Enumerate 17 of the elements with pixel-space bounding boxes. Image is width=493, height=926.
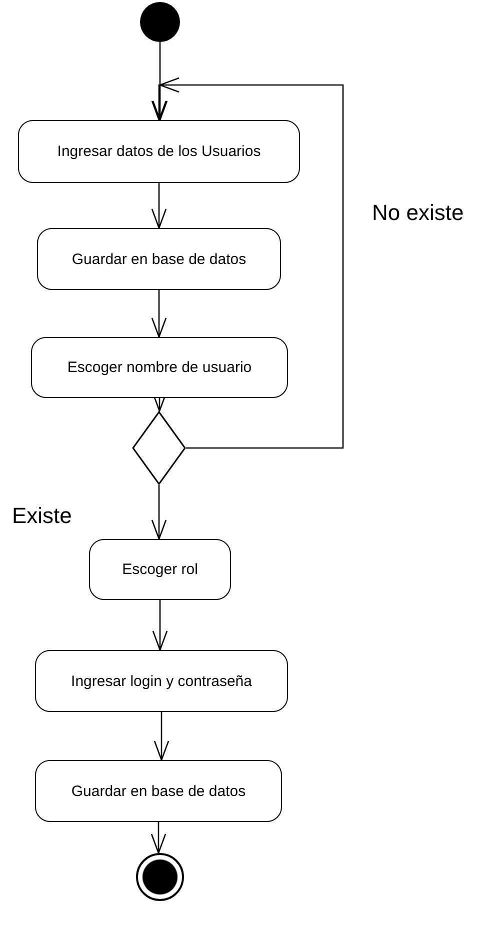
action-box [18, 120, 300, 183]
action-box [89, 539, 231, 600]
start-node [140, 2, 180, 42]
edge-label: No existe [372, 200, 464, 226]
action-text: Guardar en base de datos [70, 250, 248, 268]
action-text: Ingresar login y contraseña [70, 672, 253, 690]
action-text: Escoger rol [121, 561, 199, 578]
decision-diamond [132, 411, 186, 485]
action-box [31, 337, 288, 398]
end-node [136, 853, 184, 901]
action-box [35, 760, 282, 822]
action-text: Ingresar datos de los Usuarios [56, 143, 262, 160]
action-text: Escoger nombre de usuario [66, 359, 253, 376]
action-box [37, 228, 281, 290]
action-box [35, 650, 288, 712]
edge-label: Existe [12, 503, 72, 529]
action-text: Guardar en base de datos [70, 782, 247, 800]
